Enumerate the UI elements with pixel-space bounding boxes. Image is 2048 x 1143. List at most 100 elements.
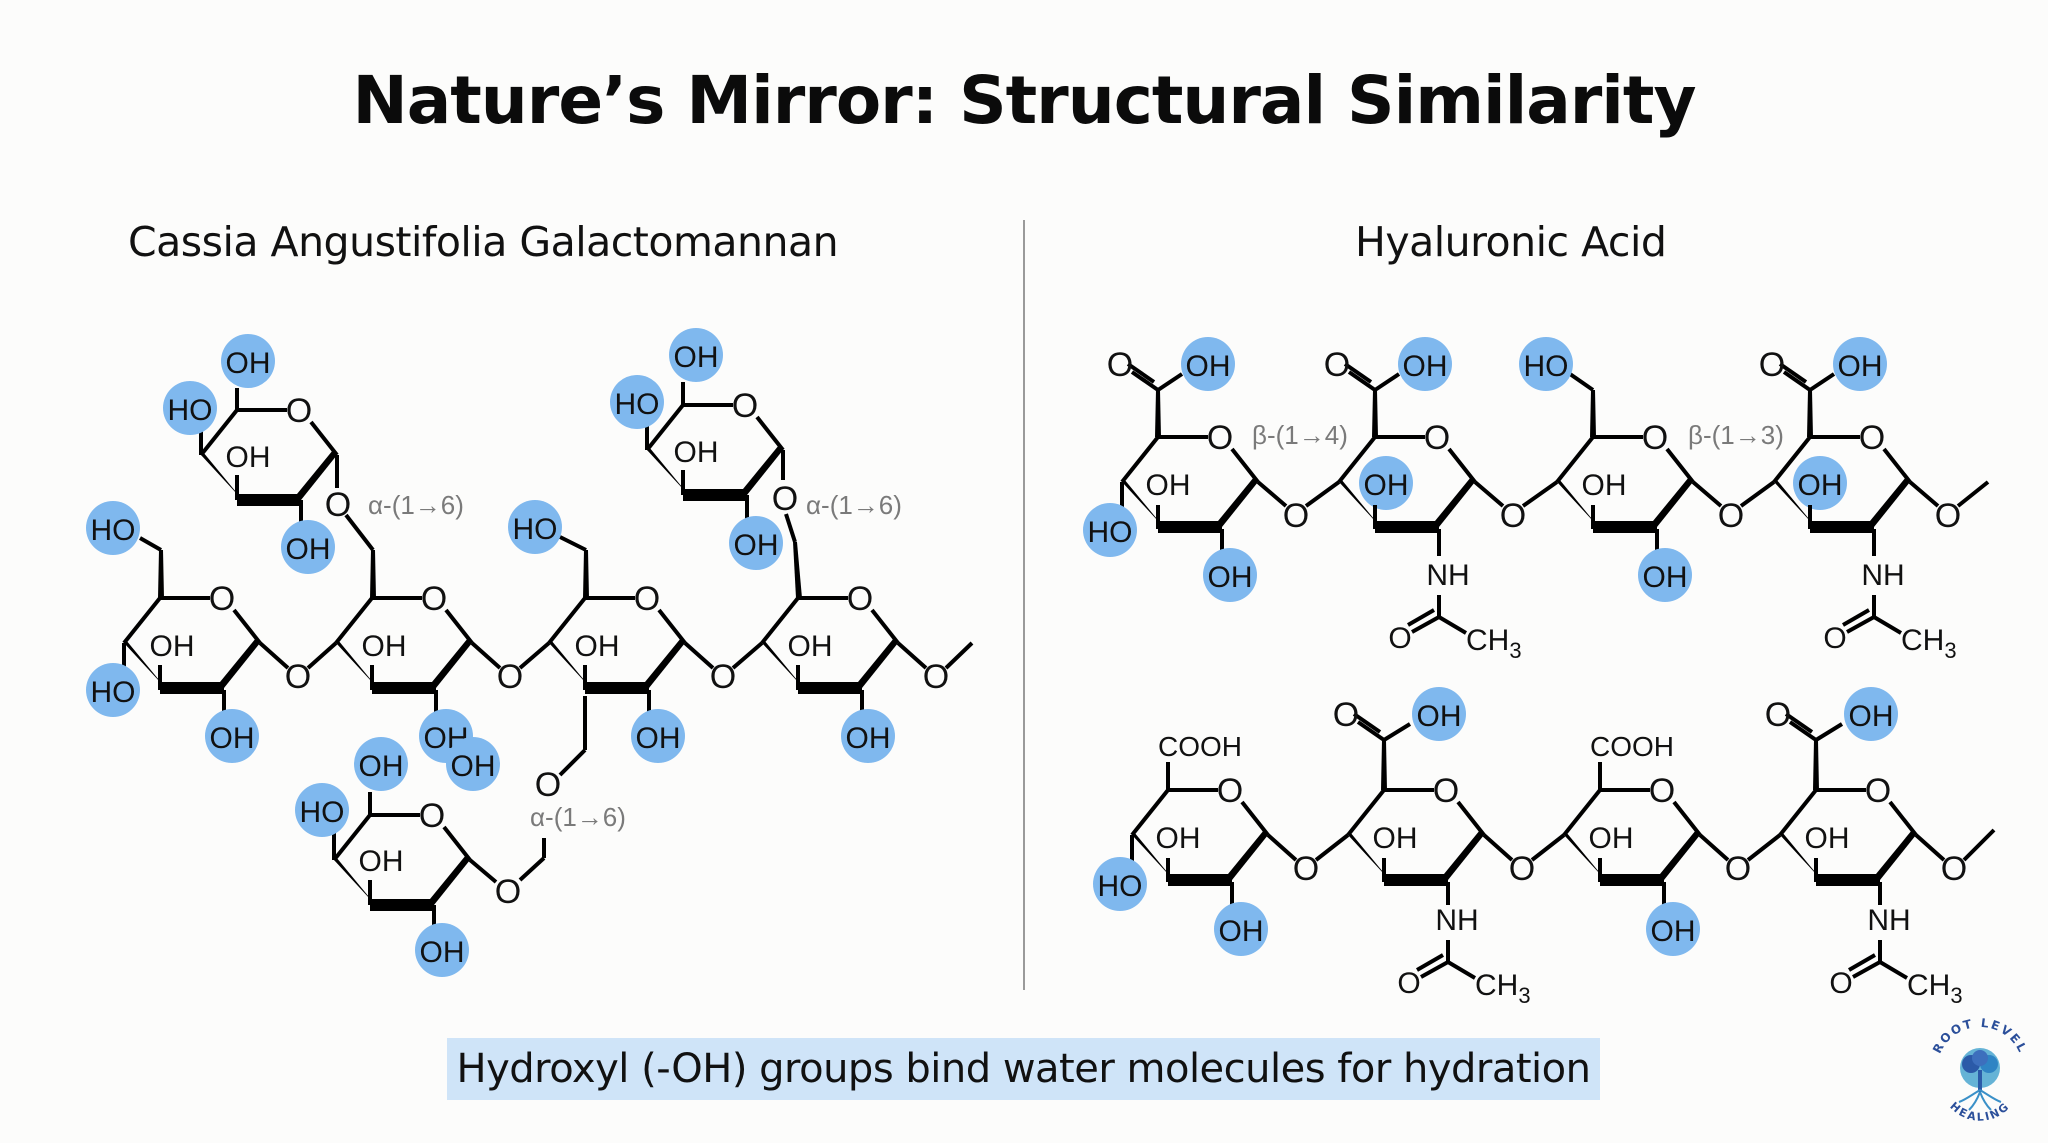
svg-text:OH: OH — [846, 722, 891, 755]
svg-text:OH: OH — [150, 630, 195, 663]
svg-text:HO: HO — [1088, 516, 1133, 549]
svg-text:HO: HO — [91, 514, 136, 547]
svg-text:O: O — [1324, 346, 1350, 384]
svg-text:OH: OH — [674, 436, 719, 469]
svg-text:CH3: CH3 — [1901, 624, 1957, 663]
svg-text:OH: OH — [1798, 469, 1843, 502]
svg-text:OH: OH — [1146, 469, 1191, 502]
svg-text:O: O — [325, 486, 351, 524]
right-panel-heading: Hyaluronic Acid — [1355, 218, 1667, 266]
svg-text:HO: HO — [1524, 350, 1569, 383]
svg-text:OH: OH — [1651, 915, 1696, 948]
linkage-label: α-(1→6) — [530, 802, 626, 832]
svg-text:O: O — [772, 480, 798, 518]
svg-text:OH: OH — [286, 533, 331, 566]
svg-text:OH: OH — [359, 750, 404, 783]
tree-icon — [1958, 1048, 2002, 1111]
svg-text:O: O — [1283, 497, 1309, 535]
svg-text:O: O — [1829, 967, 1852, 1000]
svg-text:CH3: CH3 — [1466, 624, 1522, 663]
svg-text:O: O — [1107, 346, 1133, 384]
linkage-label: β-(1→3) — [1688, 420, 1784, 450]
linkage-label: α-(1→6) — [806, 490, 902, 520]
svg-text:OH: OH — [420, 936, 465, 969]
svg-text:OH: OH — [1643, 561, 1688, 594]
galactomannan-structure: O O O O HO HO OH OH OH OH O OH HO OH OH α-(… — [86, 328, 974, 977]
cooh-label: COOH — [1158, 731, 1242, 762]
svg-text:CH3: CH3 — [1907, 969, 1963, 1008]
svg-text:OH: OH — [1364, 469, 1409, 502]
page-title: Nature’s Mirror: Structural Similarity — [352, 62, 1696, 139]
svg-text:NH: NH — [1861, 559, 1904, 592]
svg-text:O: O — [1293, 850, 1319, 888]
svg-text:NH: NH — [1426, 559, 1469, 592]
svg-text:HO: HO — [168, 394, 213, 427]
panel-divider — [1023, 220, 1025, 990]
svg-text:O: O — [1759, 346, 1785, 384]
svg-text:HEALING: HEALING — [1947, 1099, 2012, 1123]
svg-text:O: O — [710, 658, 736, 696]
svg-text:HO: HO — [615, 388, 660, 421]
logo-bottom-text: HEALING — [1947, 1099, 2010, 1123]
carboxyl-group: O OH — [1759, 337, 1887, 437]
svg-text:OH: OH — [1186, 350, 1231, 383]
svg-text:OH: OH — [1589, 822, 1634, 855]
svg-text:OH: OH — [1582, 469, 1627, 502]
svg-text:OH: OH — [1838, 350, 1883, 383]
svg-text:OH: OH — [226, 441, 271, 474]
svg-text:OH: OH — [359, 845, 404, 878]
hydroxymethyl-group: HO — [1519, 337, 1596, 437]
svg-text:O: O — [1718, 497, 1744, 535]
svg-text:OH: OH — [734, 529, 779, 562]
svg-text:NH: NH — [1435, 904, 1478, 937]
svg-text:OH: OH — [674, 341, 719, 374]
carboxyl-group: O OH — [1333, 687, 1466, 790]
svg-text:OH: OH — [1403, 350, 1448, 383]
root-level-healing-logo: ROOT LEVEL HEALING — [1930, 1018, 2028, 1124]
svg-text:CH3: CH3 — [1475, 969, 1531, 1008]
svg-text:O: O — [1823, 622, 1846, 655]
hyaluronic-acid-structure: O O O O β-(1→4) β-(1→3) O OH O OH HO O — [1083, 337, 1996, 1008]
cooh-label: COOH — [1590, 731, 1674, 762]
svg-text:OH: OH — [788, 630, 833, 663]
svg-text:O: O — [285, 658, 311, 696]
svg-text:OH: OH — [1805, 822, 1850, 855]
svg-text:O: O — [1397, 967, 1420, 1000]
svg-text:OH: OH — [362, 630, 407, 663]
svg-text:O: O — [1509, 850, 1535, 888]
linkage-label: β-(1→4) — [1252, 420, 1348, 450]
left-panel-heading: Cassia Angustifolia Galactomannan — [128, 218, 839, 266]
carboxyl-group: O OH — [1324, 337, 1452, 437]
svg-text:OH: OH — [1849, 700, 1894, 733]
svg-text:O: O — [1333, 696, 1359, 734]
carboxyl-group: O OH — [1107, 337, 1235, 437]
caption-banner: Hydroxyl (-OH) groups bind water molecul… — [447, 1038, 1600, 1100]
svg-text:OH: OH — [451, 750, 496, 783]
linkage-label: α-(1→6) — [368, 490, 464, 520]
svg-text:HO: HO — [91, 676, 136, 709]
svg-text:OH: OH — [636, 722, 681, 755]
svg-text:O: O — [1935, 497, 1961, 535]
svg-text:O: O — [535, 766, 561, 804]
svg-text:HO: HO — [513, 513, 558, 546]
svg-text:OH: OH — [226, 347, 271, 380]
svg-text:OH: OH — [1208, 561, 1253, 594]
svg-text:O: O — [1500, 497, 1526, 535]
svg-text:O: O — [497, 658, 523, 696]
svg-text:O: O — [1725, 850, 1751, 888]
svg-text:O: O — [495, 873, 521, 911]
svg-text:OH: OH — [1373, 822, 1418, 855]
svg-text:OH: OH — [1156, 822, 1201, 855]
svg-text:O: O — [1765, 696, 1791, 734]
svg-text:HO: HO — [1098, 870, 1143, 903]
svg-text:O: O — [923, 658, 949, 696]
svg-text:OH: OH — [210, 722, 255, 755]
carboxyl-group: O OH — [1765, 687, 1898, 790]
svg-text:OH: OH — [1219, 915, 1264, 948]
svg-text:OH: OH — [575, 630, 620, 663]
svg-text:OH: OH — [1417, 700, 1462, 733]
svg-text:O: O — [1388, 622, 1411, 655]
svg-text:NH: NH — [1867, 904, 1910, 937]
svg-text:HO: HO — [300, 796, 345, 829]
